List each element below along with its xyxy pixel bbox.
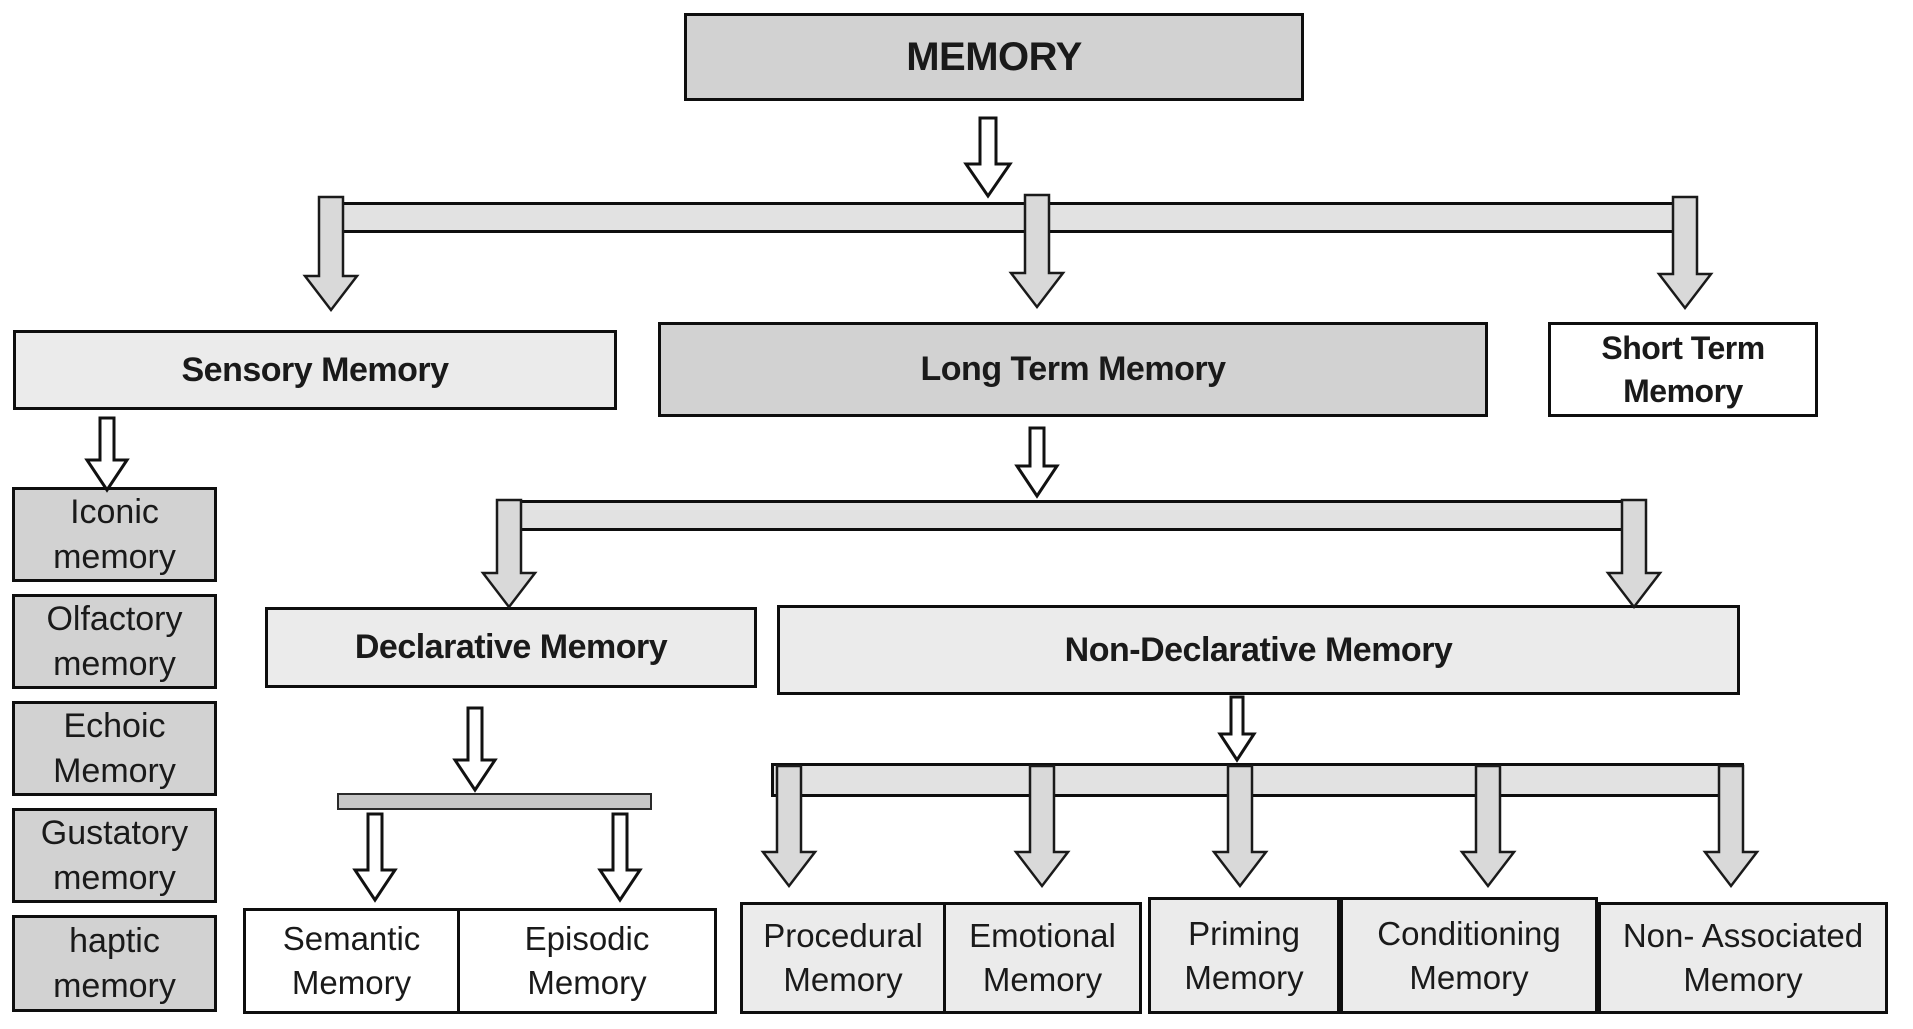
connector-bar-declarative: [337, 793, 652, 810]
node-episodic-memory: Episodic Memory: [457, 908, 717, 1014]
node-haptic-memory: haptic memory: [12, 915, 217, 1012]
connector-bar-level2: [500, 500, 1645, 531]
node-short-term-memory: Short Term Memory: [1548, 322, 1818, 417]
node-non-declarative-memory: Non-Declarative Memory: [777, 605, 1740, 695]
down-arrow: [963, 116, 1013, 199]
node-emotional-memory: Emotional Memory: [943, 902, 1142, 1014]
node-semantic-memory: Semantic Memory: [243, 908, 460, 1014]
connector-bar-nondeclarative: [771, 763, 1744, 797]
node-procedural-memory: Procedural Memory: [740, 902, 946, 1014]
node-olfactory-memory: Olfactory memory: [12, 594, 217, 689]
node-echoic-memory: Echoic Memory: [12, 701, 217, 796]
node-iconic-memory: Iconic memory: [12, 487, 217, 582]
connector-bar-level1: [321, 202, 1693, 233]
node-non-associated-memory: Non- Associated Memory: [1598, 902, 1888, 1014]
down-arrow: [597, 812, 643, 903]
node-gustatory-memory: Gustatory memory: [12, 808, 217, 903]
node-sensory-memory: Sensory Memory: [13, 330, 617, 410]
node-declarative-memory: Declarative Memory: [265, 607, 757, 688]
down-arrow: [1014, 426, 1060, 499]
node-conditioning-memory: Conditioning Memory: [1340, 897, 1598, 1014]
down-arrow: [84, 416, 130, 493]
node-long-term-memory: Long Term Memory: [658, 322, 1488, 417]
node-memory: MEMORY: [684, 13, 1304, 101]
down-arrow: [452, 706, 498, 793]
down-arrow: [352, 812, 398, 903]
down-arrow: [1217, 695, 1257, 763]
node-priming-memory: Priming Memory: [1148, 897, 1340, 1014]
